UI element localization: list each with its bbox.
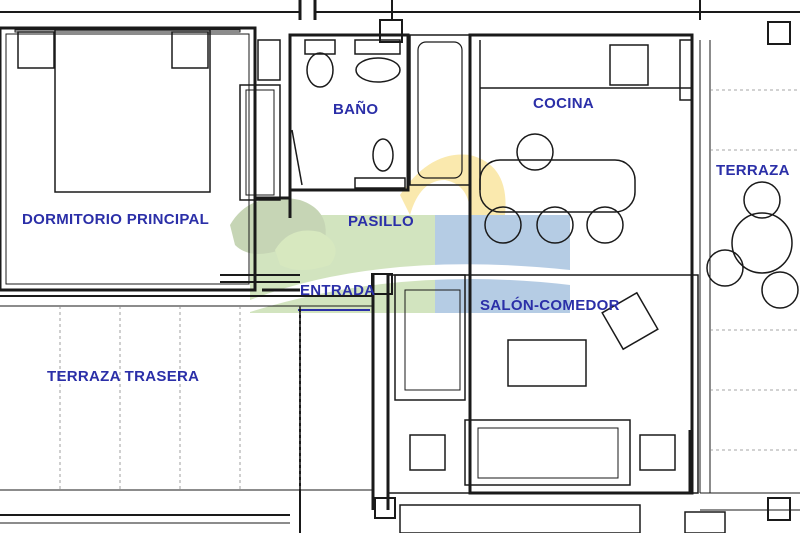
room-label-entrada: ENTRADA [300, 282, 376, 299]
room-label-bano: BAÑO [333, 101, 379, 118]
room-label-dormitorio: DORMITORIO PRINCIPAL [22, 211, 210, 228]
room-label-cocina: COCINA [533, 95, 594, 112]
room-label-salon: SALÓN-COMEDOR [480, 297, 620, 314]
terrace-tiles [59, 89, 800, 490]
room-label-terraza: TERRAZA [716, 162, 790, 179]
room-label-pasillo: PASILLO [348, 213, 414, 230]
room-label-terraza-trasera: TERRAZA TRASERA [47, 368, 200, 385]
